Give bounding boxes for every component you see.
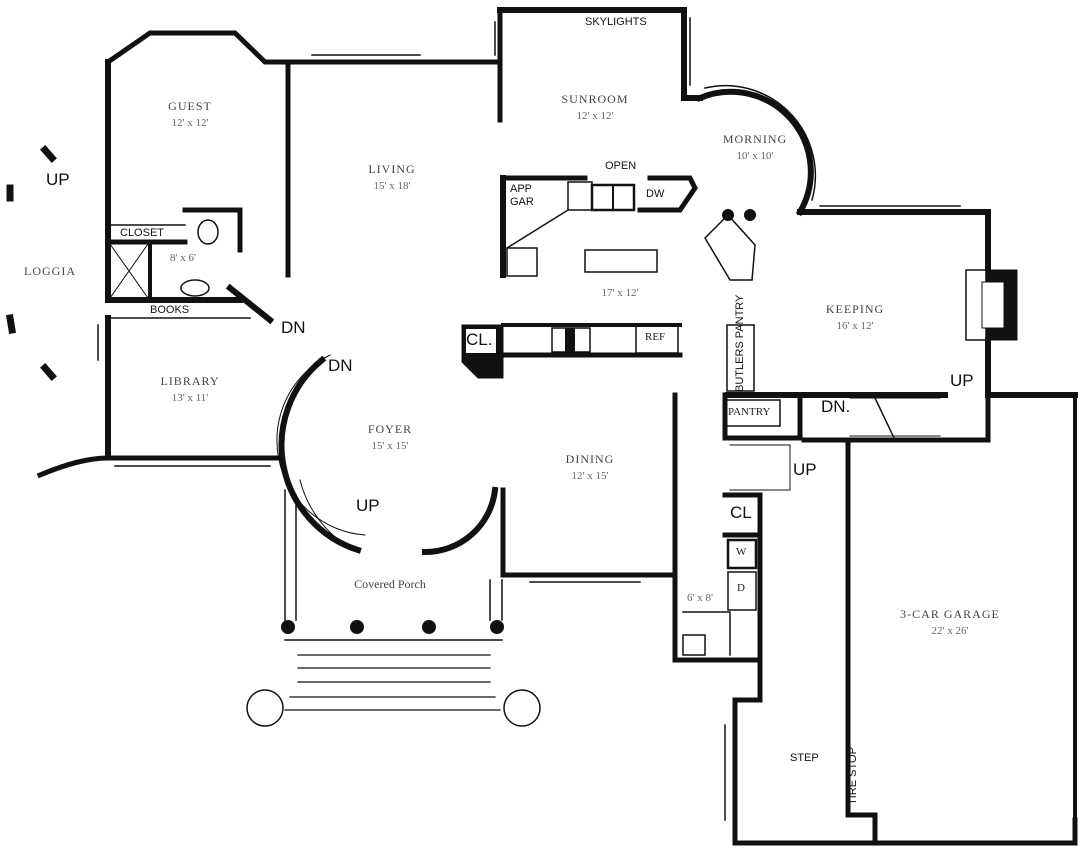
room-name: LIVING [368, 162, 416, 176]
room-laundry: 6' x 8' [675, 590, 725, 604]
room-name: 3-CAR GARAGE [900, 607, 1000, 621]
room-dims: 6' x 8' [687, 592, 713, 604]
room-name: GUEST [168, 99, 212, 113]
room-dims: 22' x 26' [931, 625, 969, 637]
label-closet: CLOSET [120, 227, 165, 239]
label-washer: W [736, 546, 747, 558]
label-butlers-pantry: BUTLERS PANTRY [734, 294, 746, 392]
room-dims: 13' x 11' [171, 392, 209, 404]
room-name: LOGGIA [24, 264, 76, 278]
room-dims: 16' x 12' [836, 320, 874, 332]
room-dims: 10' x 10' [736, 150, 774, 162]
label-app-garage-1: APP [510, 183, 533, 195]
room-dims: 15' x 15' [371, 440, 409, 452]
room-dims: 15' x 18' [373, 180, 411, 192]
label-dn-keeping: DN. [821, 397, 851, 416]
label-tire-stop: TIRE STOP [847, 747, 859, 805]
room-kitchen: 17' x 12' [585, 285, 655, 299]
room-guest: GUEST 12' x 12' [150, 97, 230, 129]
label-dishwasher: DW [646, 188, 665, 200]
room-name: KEEPING [825, 302, 885, 316]
label-skylights: SKYLIGHTS [585, 16, 647, 28]
room-name: SUNROOM [561, 92, 629, 106]
label-kitchen-closet: CL. [466, 330, 493, 349]
room-dims: 12' x 15' [571, 470, 609, 482]
room-bath: 8' x 6' [158, 250, 208, 264]
label-app-garage-2: GAR [510, 196, 534, 208]
room-name: FOYER [367, 422, 413, 436]
label-up-foyer: UP [356, 496, 380, 515]
label-dryer: D [737, 582, 745, 594]
room-dims: 12' x 12' [576, 110, 614, 122]
label-books: BOOKS [150, 304, 190, 316]
room-loggia: LOGGIA [10, 262, 90, 280]
room-dims: 17' x 12' [601, 287, 639, 299]
label-dn-library: DN [281, 318, 306, 337]
room-living: LIVING 15' x 18' [352, 160, 432, 192]
label-open: OPEN [605, 160, 637, 172]
room-dims: 8' x 6' [170, 252, 196, 264]
room-library: LIBRARY 13' x 11' [145, 372, 235, 404]
label-refrigerator: REF [645, 331, 666, 343]
room-name: MORNING [722, 132, 788, 146]
room-name: LIBRARY [160, 374, 220, 388]
room-dining: DINING 12' x 15' [545, 450, 635, 482]
room-dims: 12' x 12' [171, 117, 209, 129]
room-foyer: FOYER 15' x 15' [350, 420, 430, 452]
label-step: STEP [790, 752, 819, 764]
room-name: DINING [565, 452, 615, 466]
label-up-loggia: UP [46, 170, 70, 189]
room-morning: MORNING 10' x 10' [710, 130, 800, 162]
label-up-garage: UP [793, 460, 817, 479]
room-sunroom: SUNROOM 12' x 12' [550, 90, 640, 122]
room-porch: Covered Porch [330, 575, 450, 593]
label-laundry-closet: CL [730, 503, 752, 522]
label-pantry: PANTRY [728, 406, 771, 418]
room-keeping: KEEPING 16' x 12' [810, 300, 900, 332]
room-name: Covered Porch [354, 577, 426, 591]
label-up-keeping: UP [950, 371, 974, 390]
label-dn-foyer: DN [328, 356, 353, 375]
room-garage: 3-CAR GARAGE 22' x 26' [880, 605, 1020, 637]
